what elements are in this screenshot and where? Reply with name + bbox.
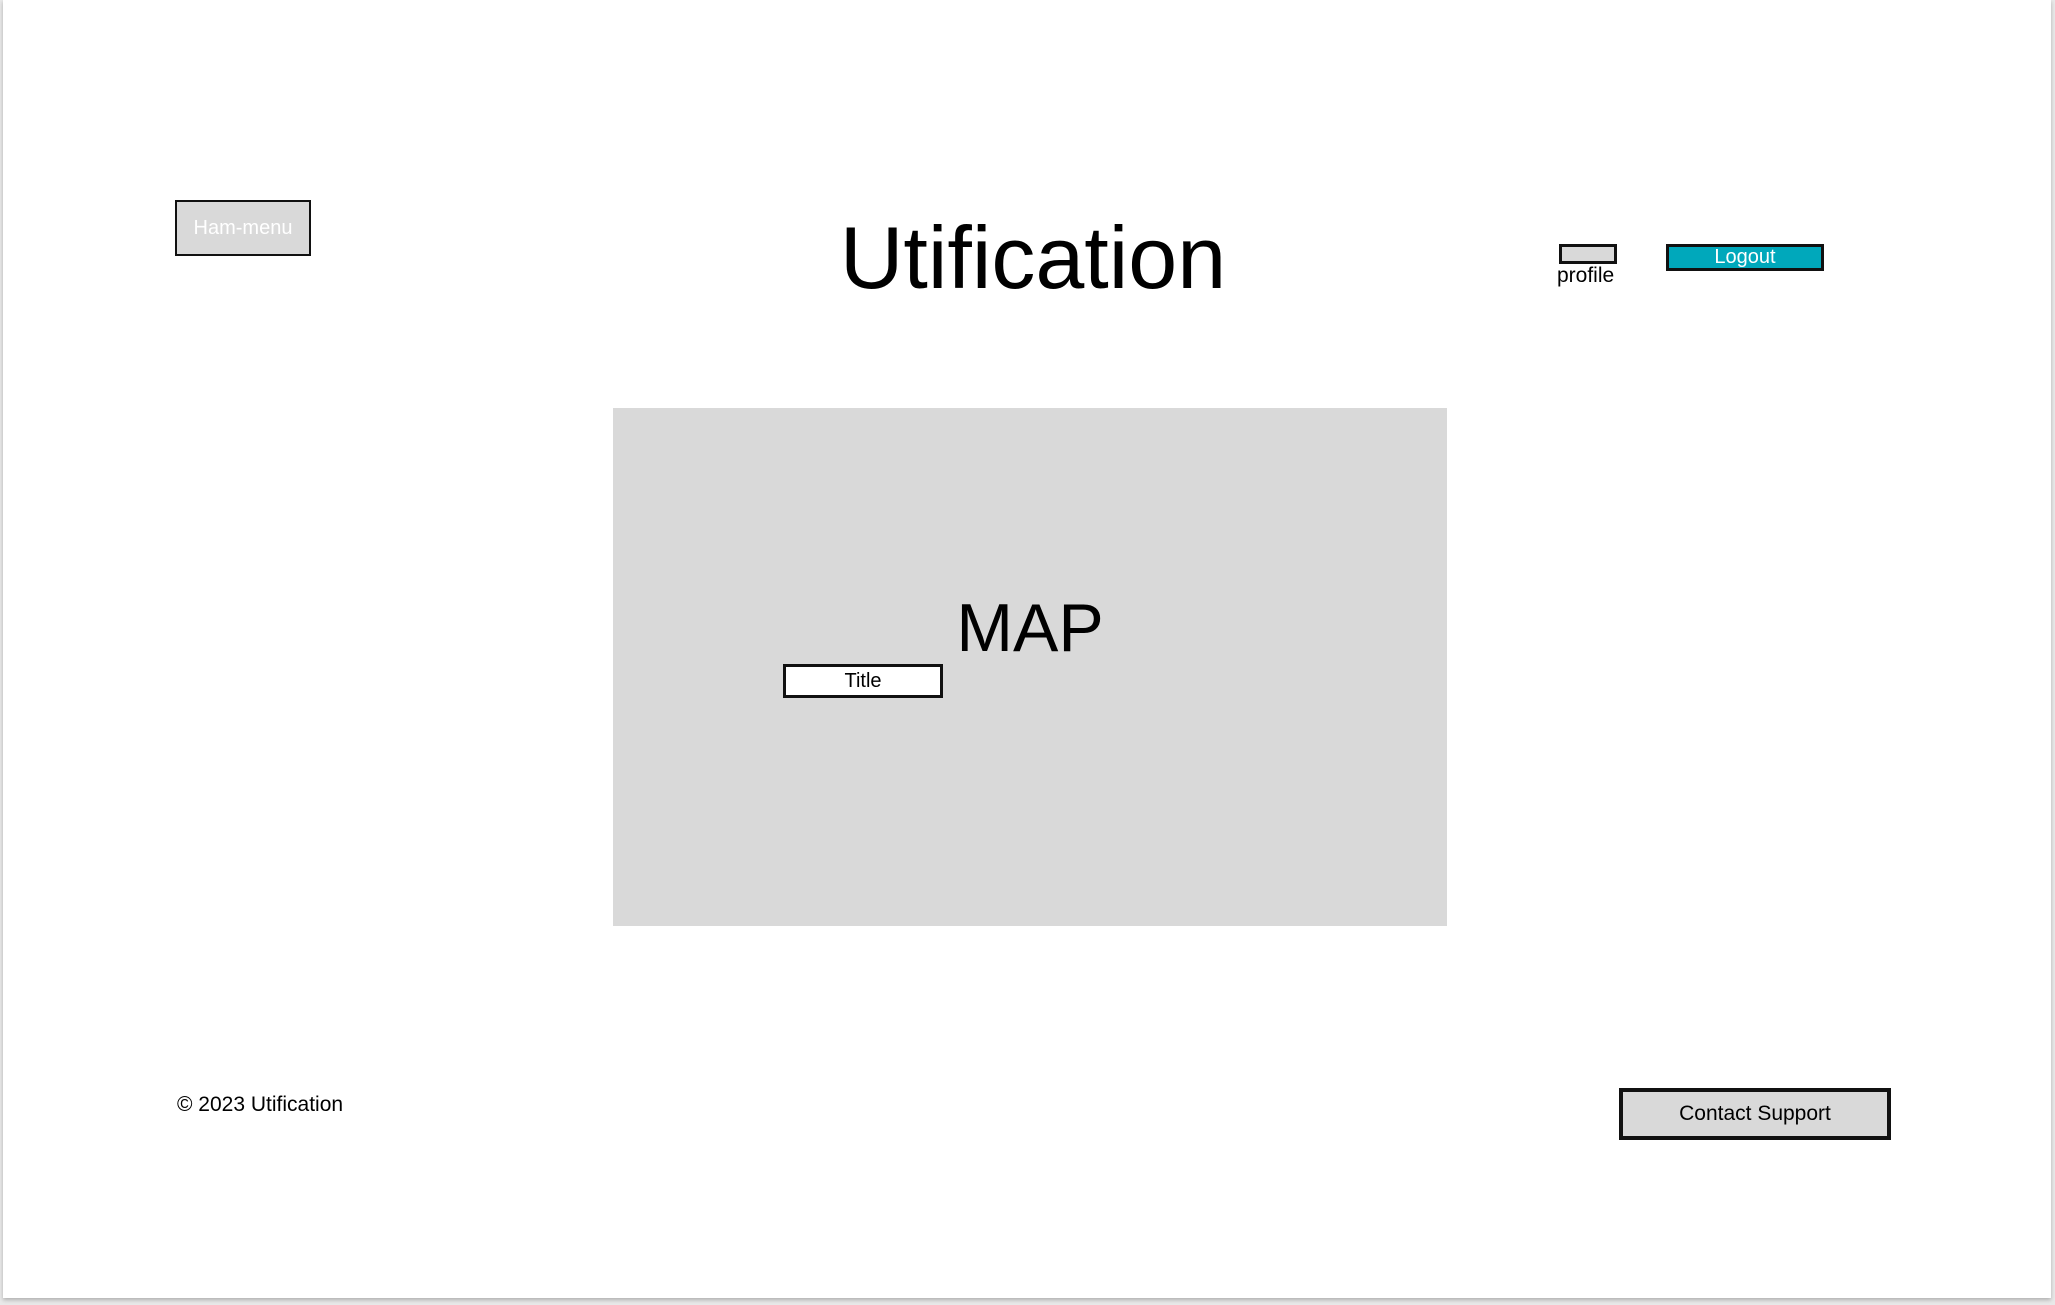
profile-button[interactable]: profile (1557, 244, 1627, 287)
map-label: MAP (956, 590, 1104, 666)
logout-label: Logout (1714, 246, 1776, 268)
ham-menu-label: Ham-menu (193, 216, 293, 239)
title-field[interactable]: Title (783, 664, 943, 698)
ham-menu-button[interactable]: Ham-menu (175, 200, 311, 256)
title-field-text: Title (844, 669, 882, 692)
contact-support-label: Contact Support (1679, 1102, 1831, 1125)
app-title: Utification (839, 208, 1227, 307)
page-frame: Ham-menu Utification profile Logout MAP … (3, 0, 2051, 1298)
copyright-text: © 2023 Utification (177, 1093, 344, 1116)
contact-support-button[interactable]: Contact Support (1619, 1088, 1891, 1140)
map-area[interactable]: MAP Title (613, 408, 1447, 926)
profile-icon (1559, 244, 1617, 264)
profile-label: profile (1557, 264, 1615, 287)
logout-button[interactable]: Logout (1666, 244, 1824, 271)
